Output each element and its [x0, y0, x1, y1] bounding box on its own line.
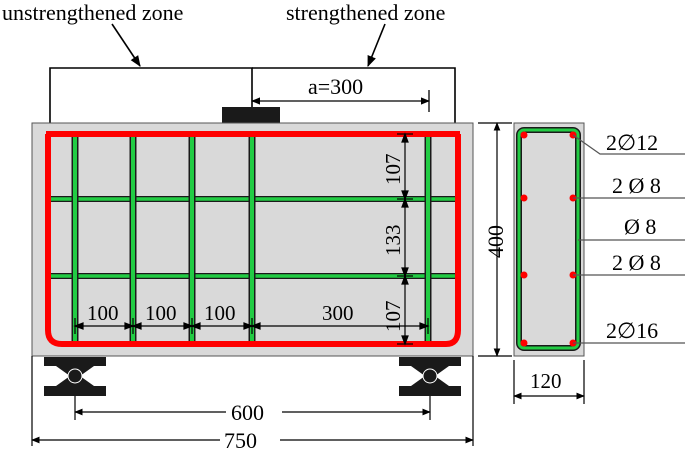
bottom-bars-label: 2∅16: [606, 318, 658, 343]
shear-span-label: a=300: [308, 74, 363, 99]
beam-length-label: 750: [224, 428, 257, 453]
section-stirrup: [517, 128, 580, 350]
loading-plate: [222, 107, 280, 123]
stirrup-spacing-dimension: [73, 318, 430, 334]
right-support: [399, 357, 461, 396]
web-bars-upper-label: 2 Ø 8: [612, 173, 661, 198]
shear-span-dimension: [251, 90, 430, 112]
longitudinal-bars: [45, 131, 461, 347]
section-leaders: [572, 134, 685, 344]
vertical-label-top: 107: [381, 154, 405, 186]
vertical-label-mid: 133: [381, 225, 405, 257]
stirrup-label: Ø 8: [624, 214, 656, 239]
spacing-label-1: 100: [87, 301, 119, 325]
left-support: [44, 357, 106, 396]
zone-leaders: [111, 23, 386, 68]
spacing-label-2: 100: [145, 301, 177, 325]
unstrengthened-zone-label: unstrengthened zone: [2, 0, 183, 25]
top-bars-label: 2∅12: [606, 130, 658, 155]
vertical-stirrups: [71, 131, 432, 345]
zone-brackets: [49, 67, 456, 130]
web-bars-lower-label: 2 Ø 8: [612, 250, 661, 275]
vertical-spacing-dimension: [397, 132, 413, 346]
spacing-label-3: 100: [204, 301, 236, 325]
spacing-label-4: 300: [322, 301, 354, 325]
strengthened-zone-label: strengthened zone: [286, 0, 445, 25]
vertical-label-bottom: 107: [381, 301, 405, 333]
cross-section: [513, 122, 585, 357]
support-span-label: 600: [231, 400, 264, 425]
section-width-label: 120: [530, 369, 562, 393]
section-width-dimension: [513, 360, 585, 404]
beam-height-dimension: [478, 122, 512, 357]
beam-height-label: 400: [483, 225, 508, 258]
